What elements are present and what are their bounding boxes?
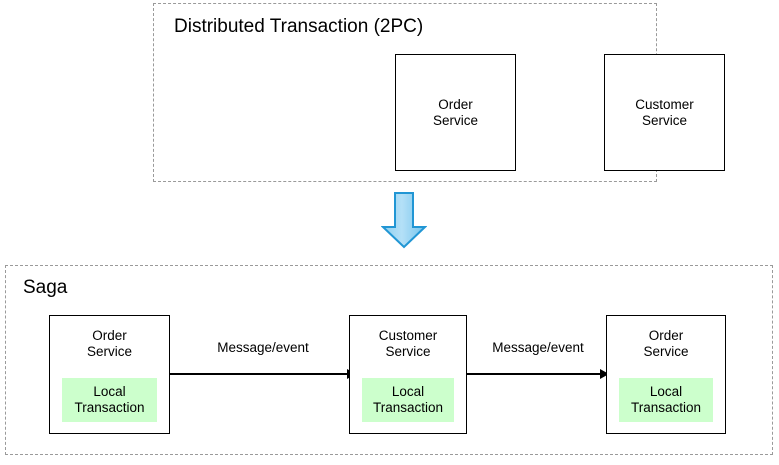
- group-saga-title: Saga: [23, 277, 68, 298]
- local-transaction-panel: Local Transaction: [619, 378, 713, 422]
- local-transaction-line1: Local: [391, 384, 425, 399]
- group-2pc-title: Distributed Transaction (2PC): [174, 16, 424, 37]
- service-box-customer-2pc-label: Customer Service: [605, 97, 724, 129]
- arrow-head-icon: [600, 368, 609, 379]
- service-label-line1: Customer: [378, 328, 438, 343]
- local-transaction-line2: Transaction: [74, 400, 145, 415]
- down-arrow-icon: [381, 192, 427, 249]
- service-label-line1: Order: [438, 97, 473, 112]
- local-transaction-panel: Local Transaction: [362, 378, 454, 422]
- service-box-customer-saga: Customer Service Local Transaction: [349, 315, 467, 434]
- service-box-order-2pc-label: Order Service: [396, 97, 515, 129]
- arrow-line: [467, 373, 601, 375]
- message-event-arrow-2: Message/event: [467, 340, 609, 380]
- service-label-line2: Service: [86, 344, 132, 359]
- local-transaction-line2: Transaction: [372, 400, 444, 415]
- service-box-customer-saga-label: Customer Service: [350, 328, 466, 360]
- local-transaction-line1: Local: [649, 384, 683, 399]
- service-box-customer-2pc: Customer Service: [604, 54, 725, 171]
- service-label-line2: Service: [432, 113, 478, 128]
- message-event-arrow-1: Message/event: [170, 340, 356, 380]
- service-label-line1: Order: [92, 328, 127, 343]
- service-box-order-2pc: Order Service: [395, 54, 516, 171]
- service-box-order-saga-1: Order Service Local Transaction: [49, 315, 170, 434]
- service-box-order-saga-2-label: Order Service: [607, 328, 725, 360]
- local-transaction-line2: Transaction: [630, 400, 702, 415]
- service-label-line2: Service: [385, 344, 431, 359]
- group-distributed-transaction: Distributed Transaction (2PC) Order Serv…: [153, 3, 725, 182]
- service-label-line1: Customer: [635, 97, 694, 112]
- message-event-arrow-2-label: Message/event: [492, 340, 584, 355]
- service-label-line1: Order: [648, 328, 684, 343]
- service-box-order-saga-1-label: Order Service: [50, 328, 169, 360]
- service-label-line2: Service: [643, 344, 689, 359]
- local-transaction-panel: Local Transaction: [62, 378, 157, 422]
- local-transaction-line1: Local: [93, 384, 126, 399]
- arrow-line: [170, 373, 348, 375]
- service-label-line2: Service: [641, 113, 687, 128]
- message-event-arrow-1-label: Message/event: [217, 340, 309, 355]
- service-box-order-saga-2: Order Service Local Transaction: [606, 315, 726, 434]
- group-saga: Saga Order Service Local Transaction Mes…: [5, 265, 773, 455]
